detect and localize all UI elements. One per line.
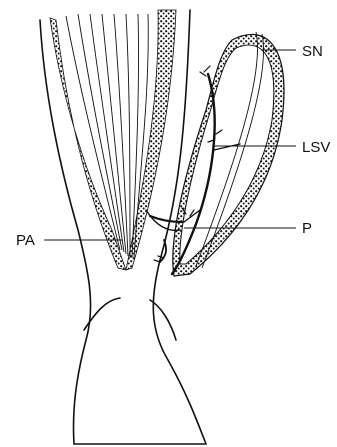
label-lsv: LSV: [302, 139, 330, 156]
label-pa: PA: [16, 232, 35, 249]
label-sn: SN: [302, 43, 323, 60]
label-p: P: [302, 220, 312, 237]
stippled-muscle-borders: [50, 10, 176, 270]
